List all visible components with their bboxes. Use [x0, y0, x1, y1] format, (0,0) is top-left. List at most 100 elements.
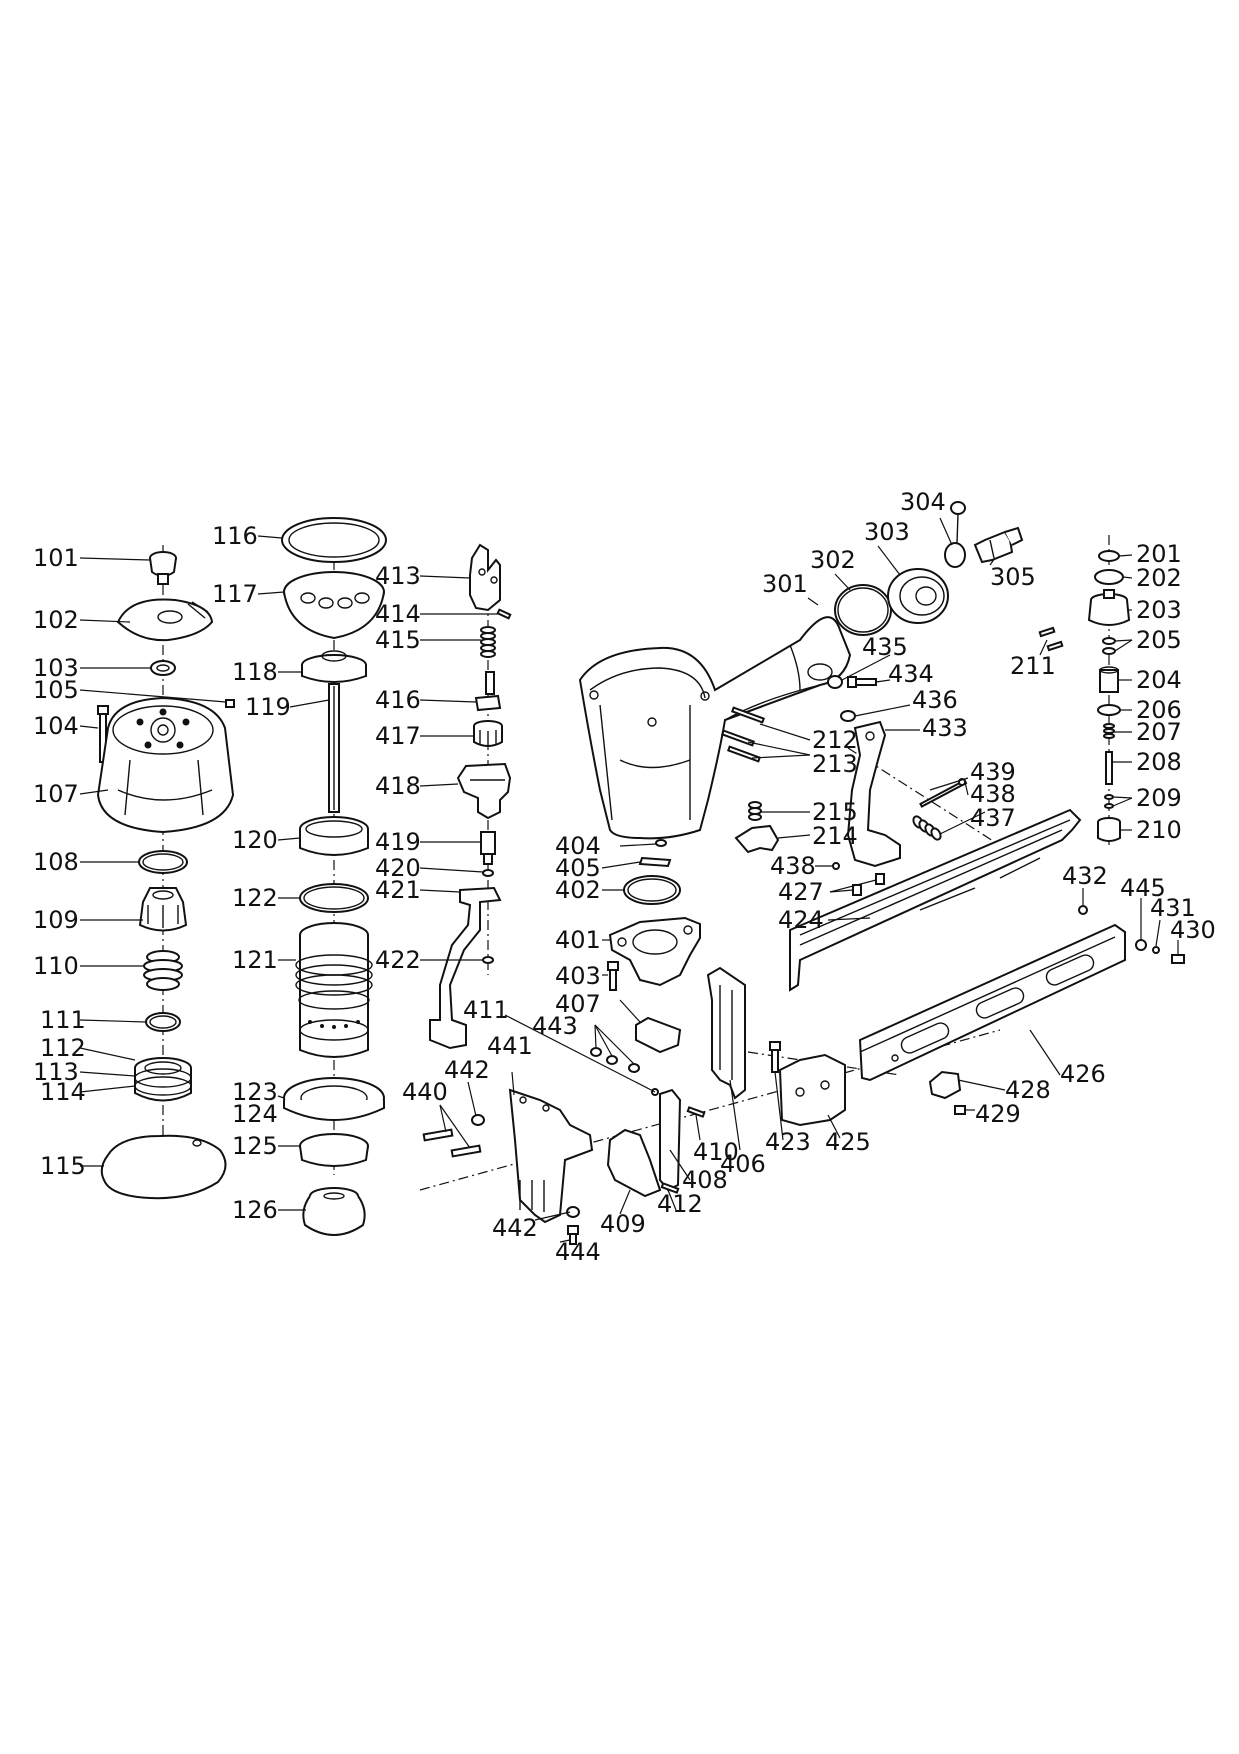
part-444-screw — [567, 1225, 579, 1245]
label-114: 114 — [40, 1078, 86, 1106]
part-418-valve-housing — [456, 762, 512, 820]
label-421: 421 — [375, 876, 421, 904]
part-426-magazine — [858, 923, 1126, 1082]
part-408-adjuster — [659, 1088, 682, 1192]
label-408: 408 — [682, 1166, 728, 1194]
part-305-air-fitting — [973, 526, 1024, 564]
label-111: 111 — [40, 1006, 86, 1034]
label-108: 108 — [33, 848, 79, 876]
label-405: 405 — [555, 854, 601, 882]
part-440-bolts — [422, 1128, 482, 1158]
label-104: 104 — [33, 712, 79, 740]
part-115-gasket — [100, 1134, 227, 1200]
label-305: 305 — [990, 563, 1036, 591]
part-442-washer-upper — [471, 1114, 485, 1126]
label-407: 407 — [555, 990, 601, 1018]
label-442-upper: 442 — [444, 1056, 490, 1084]
part-203-valve-body — [1087, 589, 1131, 626]
part-425-bracket — [778, 1053, 846, 1127]
part-210-valve-cap — [1097, 817, 1121, 842]
label-210: 210 — [1136, 816, 1182, 844]
label-434: 434 — [888, 660, 934, 688]
label-436: 436 — [912, 686, 958, 714]
driver-guide-assembly — [422, 905, 1185, 1245]
label-207: 207 — [1136, 718, 1182, 746]
part-407-linkage-block — [635, 1016, 682, 1054]
label-122: 122 — [232, 884, 278, 912]
label-433: 433 — [922, 714, 968, 742]
label-205: 205 — [1136, 626, 1182, 654]
part-109-valve-housing — [138, 887, 188, 932]
part-123-124-washers — [283, 1077, 385, 1121]
part-112-114-seal-stack — [134, 1057, 192, 1102]
part-405-plate — [638, 856, 672, 868]
label-304: 304 — [900, 488, 946, 516]
label-125: 125 — [232, 1132, 278, 1160]
label-204: 204 — [1136, 666, 1182, 694]
part-125-ring — [299, 1133, 369, 1167]
part-207-spring — [1103, 723, 1115, 739]
label-425: 425 — [825, 1128, 871, 1156]
part-404-washer — [655, 839, 667, 847]
part-116-ring — [281, 517, 387, 563]
part-120-bumper-ring — [299, 816, 369, 856]
part-403-bolt — [607, 961, 619, 991]
label-213: 213 — [812, 750, 858, 778]
label-409: 409 — [600, 1210, 646, 1238]
part-437-spring — [912, 815, 942, 841]
label-211: 211 — [1010, 652, 1056, 680]
label-107: 107 — [33, 780, 79, 808]
label-206: 206 — [1136, 696, 1182, 724]
label-402: 402 — [555, 876, 601, 904]
part-431-washer — [1152, 946, 1160, 954]
part-303-end-cap — [887, 568, 949, 624]
part-428-clamp — [928, 1070, 962, 1100]
part-103-washer — [150, 660, 176, 676]
label-416: 416 — [375, 686, 421, 714]
label-443: 443 — [532, 1012, 578, 1040]
label-403: 403 — [555, 962, 601, 990]
label-417: 417 — [375, 722, 421, 750]
part-423-screw — [769, 1041, 781, 1073]
part-211-pins — [1038, 626, 1064, 652]
label-116: 116 — [212, 522, 258, 550]
label-112: 112 — [40, 1034, 86, 1062]
label-124: 124 — [232, 1100, 278, 1128]
part-301-main-body — [578, 616, 852, 840]
part-202-o-ring — [1094, 569, 1124, 585]
label-418: 418 — [375, 772, 421, 800]
part-442-washer-lower — [566, 1206, 580, 1218]
part-421-422-trigger-lever — [429, 886, 502, 1050]
part-435-washer — [827, 675, 843, 689]
part-409-lever — [606, 1128, 662, 1198]
part-208-stem — [1105, 751, 1113, 785]
part-215-spring — [748, 801, 762, 821]
part-441-contact-plate — [508, 1088, 594, 1224]
label-427: 427 — [778, 878, 824, 906]
label-431: 431 — [1150, 894, 1196, 922]
part-402-o-ring — [623, 875, 681, 905]
label-202: 202 — [1136, 564, 1182, 592]
label-442-lower: 442 — [492, 1214, 538, 1242]
part-415-spring — [480, 626, 496, 658]
label-103: 103 — [33, 654, 79, 682]
label-437: 437 — [970, 804, 1016, 832]
label-105: 105 — [33, 676, 79, 704]
label-117: 117 — [212, 580, 258, 608]
part-416-lever — [474, 671, 502, 712]
label-203: 203 — [1136, 596, 1182, 624]
part-430-bolt — [1171, 954, 1185, 964]
trigger-valve-column — [429, 543, 512, 1050]
label-212: 212 — [812, 726, 858, 754]
label-438-upper: 438 — [970, 780, 1016, 808]
part-433-safety-arm — [846, 720, 901, 868]
cap-assembly-column — [96, 551, 235, 1200]
part-412-pin — [660, 1182, 680, 1194]
label-208: 208 — [1136, 748, 1182, 776]
label-214: 214 — [812, 822, 858, 850]
part-420-o-ring — [482, 869, 494, 877]
part-201-o-ring — [1098, 550, 1120, 562]
label-115: 115 — [40, 1152, 86, 1180]
label-126: 126 — [232, 1196, 278, 1224]
